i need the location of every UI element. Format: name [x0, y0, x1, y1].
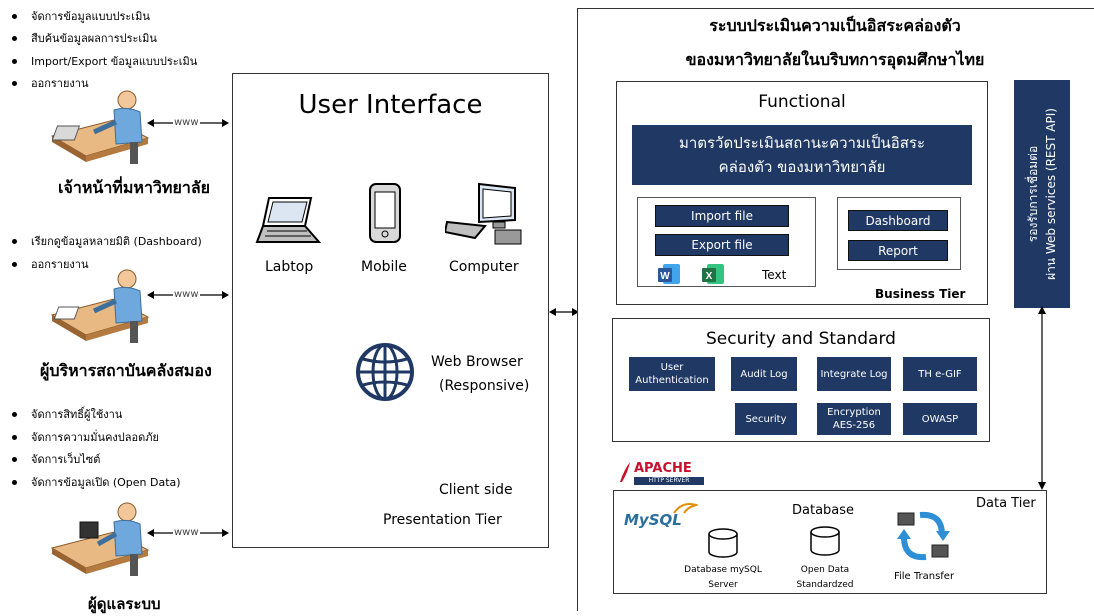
apache-logo: APACHE HTTP SERVER — [618, 460, 708, 486]
db-mysql-label: Database mySQL Server — [684, 565, 762, 590]
excel-icon: X — [702, 264, 724, 284]
report-group: Dashboard Report — [837, 197, 961, 270]
role-executive: ผู้บริหารสถาบันคลังสมอง — [40, 361, 212, 380]
word-icon: W — [658, 264, 680, 284]
bullet-item: Import/Export ข้อมูลแบบประเมิน — [12, 52, 197, 70]
device-label: Labtop — [265, 259, 314, 275]
database-icon — [810, 526, 840, 556]
role-sysadmin: ผู้ดูแลระบบ — [88, 595, 161, 613]
export-file-button[interactable]: Export file — [655, 234, 789, 256]
api-line2: ผ่าน Web services (REST API) — [1044, 108, 1058, 280]
laptop-icon — [255, 197, 322, 243]
database-icon — [708, 528, 738, 558]
security-item: Audit Log — [731, 357, 797, 391]
database-title: Database — [792, 503, 855, 518]
executive-person-icon — [50, 269, 150, 343]
web-arrow: www — [147, 289, 229, 301]
user-interface-title: User Interface — [298, 90, 483, 120]
api-bar: รองรับการเชื่อมต่อ ผ่าน Web services (RE… — [1014, 80, 1070, 308]
data-tier-label: Data Tier — [976, 496, 1036, 511]
file-group: Import file Export file W X Text — [637, 197, 816, 287]
security-item: Integrate Log — [817, 357, 891, 391]
security-item: TH e-GIF — [903, 357, 977, 391]
web-arrow: www — [147, 117, 229, 129]
open-data-label: Open Data Standardzed — [796, 565, 854, 590]
dashboard-button[interactable]: Dashboard — [848, 210, 948, 231]
responsive-label: (Responsive) — [439, 378, 530, 394]
device-label: Mobile — [361, 259, 407, 275]
bullet-item: จัดการสิทธิ์ผู้ใช้งาน — [12, 405, 122, 423]
functional-title: Functional — [758, 92, 846, 112]
data-tier-box: Data Tier Database MySQL Database mySQL … — [613, 490, 1047, 594]
bullet-item: จัดการความมั่นคงปลอดภัย — [12, 428, 159, 446]
device-label: Computer — [449, 259, 519, 275]
globe-icon — [356, 343, 414, 401]
tier-connector-arrow — [549, 308, 579, 316]
measure-banner: มาตรวัดประเมินสถานะความเป็นอิสระ คล่องตั… — [632, 125, 972, 185]
bullet-item: ออกรายงาน — [12, 255, 88, 273]
api-line1: รองรับการเชื่อมต่อ — [1026, 145, 1040, 243]
security-item: User Authentication — [629, 357, 715, 391]
mysql-logo: MySQL — [624, 511, 682, 529]
bullet-item: จัดการข้อมูลเปิด (Open Data) — [12, 473, 181, 491]
computer-icon — [445, 182, 522, 245]
bullet-item: จัดการเว็บไซต์ — [12, 450, 100, 468]
bullet-item: สืบค้นข้อมูลผลการประเมิน — [12, 29, 157, 47]
svg-text:X: X — [706, 271, 713, 282]
svg-text:W: W — [660, 271, 670, 282]
web-browser-label: Web Browser — [431, 354, 523, 370]
client-side-label: Client side — [439, 482, 513, 498]
staff-person-icon — [50, 90, 150, 164]
security-title: Security and Standard — [706, 329, 896, 349]
client-side-box: User Interface Labtop Mobile Computer We… — [232, 73, 549, 548]
api-data-arrow — [1038, 306, 1046, 490]
role-staff: เจ้าหน้าที่มหาวิทยาลัย — [58, 178, 210, 197]
system-title-line2: ของมหาวิทยาลัยในบริบทการอุดมศึกษาไทย — [685, 50, 985, 69]
bullet-item: ออกรายงาน — [12, 74, 88, 92]
mobile-icon — [369, 183, 401, 243]
presentation-tier-label: Presentation Tier — [383, 512, 502, 528]
bullet-item: เรียกดูข้อมูลหลายมิติ (Dashboard) — [12, 232, 202, 250]
bullet-item: จัดการข้อมูลแบบประเมิน — [12, 7, 150, 25]
text-label: Text — [762, 268, 787, 282]
file-transfer-label: File Transfer — [893, 571, 955, 582]
security-box: Security and Standard User Authenticatio… — [612, 318, 990, 442]
system-title-line1: ระบบประเมินความเป็นอิสระคล่องตัว — [709, 16, 961, 35]
apache-feather-icon — [620, 462, 630, 482]
sysadmin-person-icon — [50, 502, 150, 576]
dolphin-icon — [673, 503, 698, 514]
security-item: Security — [735, 403, 797, 435]
report-button[interactable]: Report — [848, 240, 948, 261]
file-transfer-icon — [897, 511, 950, 561]
security-item: Encryption AES-256 — [817, 403, 891, 435]
business-tier-label: Business Tier — [875, 287, 966, 301]
web-arrow: www — [147, 527, 229, 539]
import-file-button[interactable]: Import file — [655, 205, 789, 227]
security-item: OWASP — [903, 403, 977, 435]
functional-box: Functional มาตรวัดประเมินสถานะความเป็นอิ… — [616, 81, 988, 305]
